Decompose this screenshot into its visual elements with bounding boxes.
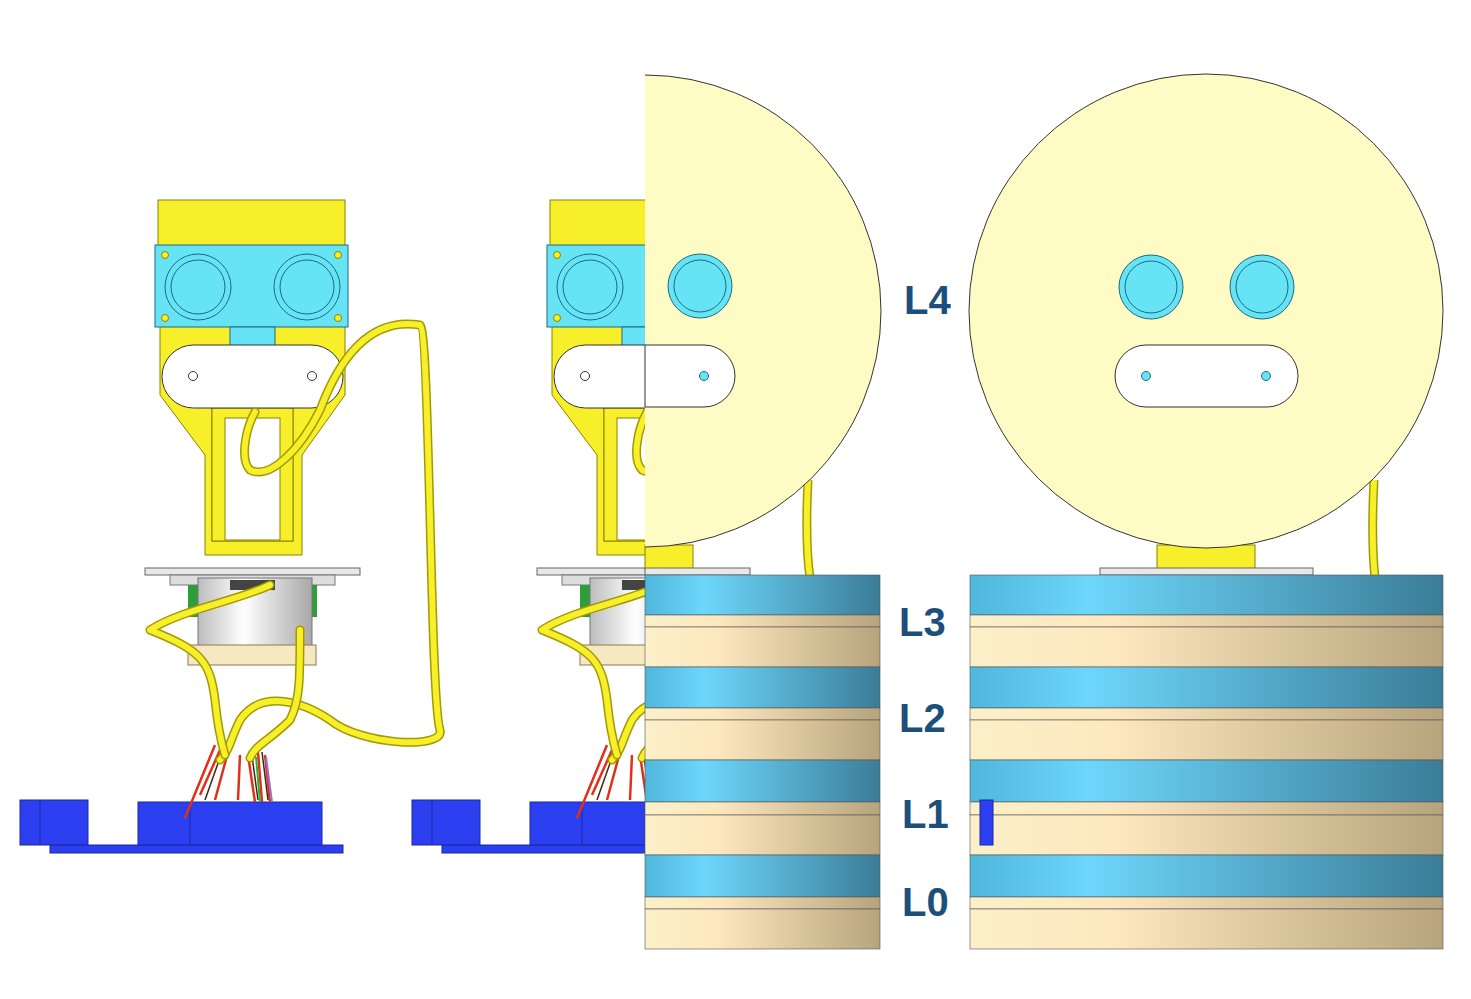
layer-band <box>645 760 880 802</box>
layer-band <box>970 615 1443 627</box>
robot-left <box>20 200 440 853</box>
layer-band <box>645 667 880 708</box>
layer-band <box>970 708 1443 720</box>
layer-band <box>645 708 880 720</box>
layer-band <box>645 909 880 949</box>
layer-label: L3 <box>899 602 946 642</box>
shell-full <box>969 74 1443 578</box>
layer-band <box>970 855 1443 897</box>
layer-label: L0 <box>902 882 949 922</box>
layer-band <box>970 909 1443 949</box>
layer-band <box>645 627 880 667</box>
layer-band <box>645 720 880 760</box>
layer-band <box>970 720 1443 760</box>
robot-middle <box>412 200 645 853</box>
layer-band <box>970 760 1443 802</box>
layer-band <box>970 802 1443 815</box>
layer-band <box>645 615 880 627</box>
layer-band <box>645 897 880 909</box>
layer-label: L4 <box>904 280 951 320</box>
layer-band <box>970 627 1443 667</box>
shell-half <box>409 75 881 578</box>
layer-band <box>970 815 1443 855</box>
layer-band <box>970 897 1443 909</box>
layer-band <box>645 802 880 815</box>
layer-label: L1 <box>902 794 949 834</box>
layer-band <box>970 667 1443 708</box>
layer-band <box>645 815 880 855</box>
layer-label: L2 <box>899 698 946 738</box>
layer-band <box>645 855 880 897</box>
layer-band <box>970 575 1443 615</box>
layer-band <box>645 575 880 615</box>
layer-stacks <box>645 575 1443 949</box>
base-peek <box>980 800 993 845</box>
